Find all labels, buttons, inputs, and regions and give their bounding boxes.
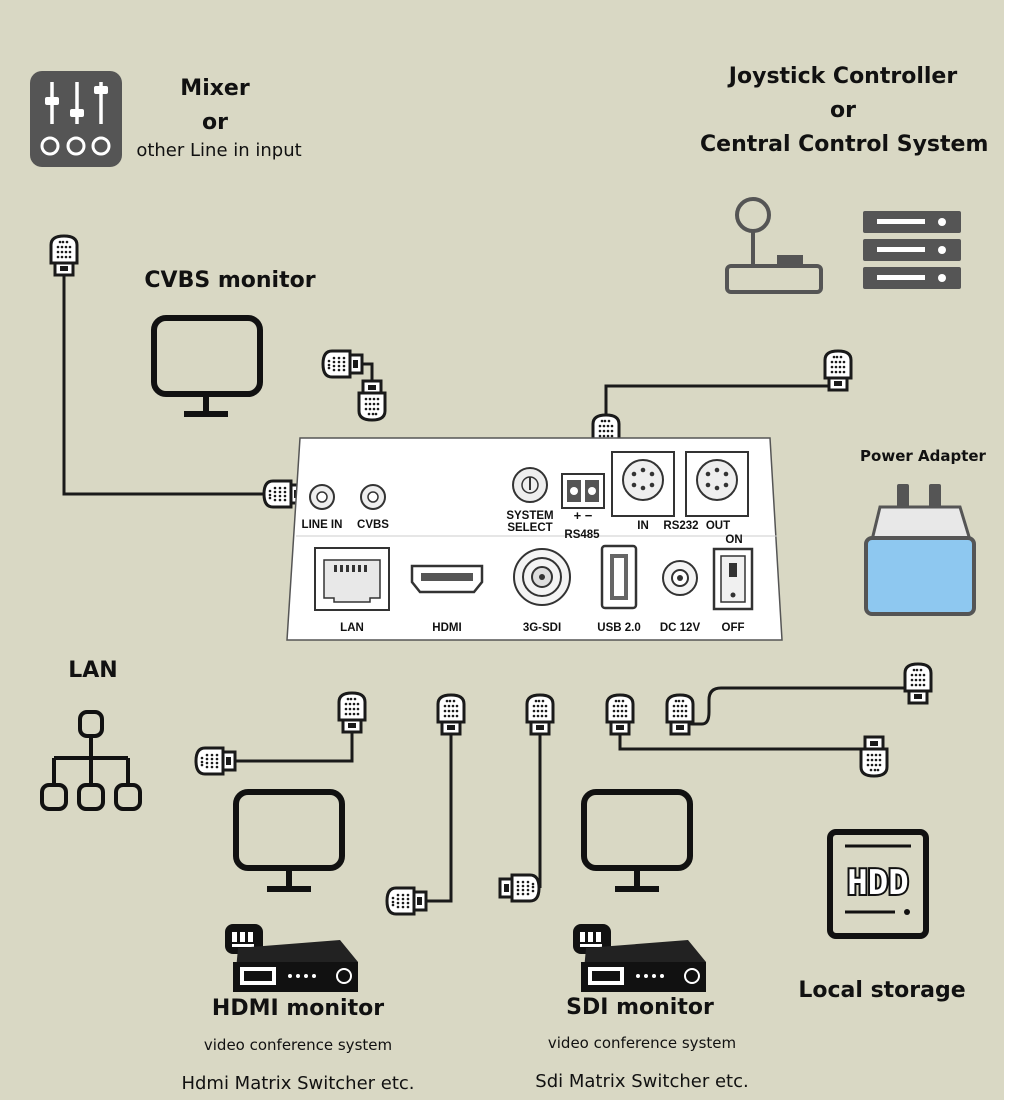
sdi-monitor-plug-icon: [498, 873, 541, 903]
lan-port-label: LAN: [340, 622, 364, 634]
usb-port-label: USB 2.0: [597, 622, 641, 634]
cable-power: [678, 664, 920, 726]
rs232-label: RS232: [663, 520, 699, 532]
sdi-monitor-title: SDI monitor: [566, 995, 714, 1020]
sdi-port-label: 3G-SDI: [522, 622, 562, 634]
joystick-title: Joystick Controller or Central Control S…: [700, 64, 989, 157]
cvbs-port-plug-icon: [357, 379, 387, 422]
cvbs-monitor-icon: [151, 315, 263, 417]
joystick-icon: [725, 197, 823, 294]
hdd-icon: HDD: [827, 829, 929, 939]
mixer-icon: [30, 71, 122, 167]
rs485-polarity-label: + −: [573, 508, 593, 523]
cable-rs232-controller: [604, 350, 840, 414]
lan-topology-icon: [40, 710, 142, 811]
controller-plug-icon: [823, 349, 853, 392]
mixer-cable-plug-icon: [49, 234, 79, 277]
usb-port-plug-icon: [605, 693, 635, 736]
on-label: ON: [725, 534, 743, 546]
hdmi-recorder-icon: [225, 924, 358, 992]
sdi-monitor-sub1: video conference system: [547, 1034, 737, 1052]
hdd-plug-icon: [859, 735, 889, 778]
line-in-port-label: LINE IN: [301, 519, 343, 531]
cable-mixer-line-in: [62, 235, 263, 496]
lan-network-plug-icon: [194, 746, 237, 776]
cvbs-monitor-label: CVBS monitor: [144, 268, 316, 293]
hdmi-port-plug-icon: [436, 693, 466, 736]
rs232-out-label: OUT: [705, 520, 731, 532]
cvbs-monitor-plug-icon: [321, 349, 364, 379]
lan-port-plug-icon: [337, 691, 367, 734]
rs485-port-label: RS485: [564, 529, 600, 541]
hdmi-port-label: HDMI: [432, 622, 462, 634]
power-adapter-icon: [864, 484, 976, 616]
hdmi-monitor-sub1: video conference system: [203, 1036, 393, 1054]
camera-back-panel: [286, 437, 783, 641]
hdmi-monitor-sub2: Hdmi Matrix Switcher etc.: [181, 1073, 415, 1094]
mixer-subtitle: other Line in input: [136, 140, 302, 161]
dc-port-label: DC 12V: [659, 622, 701, 634]
sdi-port-plug-icon: [525, 693, 555, 736]
off-label: OFF: [721, 622, 745, 634]
hdmi-monitor-icon: [233, 789, 345, 892]
mixer-title: Mixer or: [180, 76, 250, 135]
cable-usb: [618, 695, 876, 775]
lan-label: LAN: [68, 658, 118, 683]
sdi-monitor-sub2: Sdi Matrix Switcher etc.: [535, 1071, 749, 1092]
dc-port-plug-icon: [665, 693, 695, 736]
cvbs-port-label: CVBS: [357, 519, 389, 531]
rs232-in-label: IN: [637, 520, 649, 532]
sdi-monitor-icon: [581, 789, 693, 892]
hdmi-monitor-title: HDMI monitor: [211, 996, 385, 1021]
local-storage-label: Local storage: [798, 978, 966, 1003]
system-select-label: SYSTEM SELECT: [506, 510, 554, 534]
server-rack-icon: [863, 211, 961, 289]
adapter-plug-icon: [903, 662, 933, 705]
hdmi-monitor-plug-icon: [385, 886, 428, 916]
sdi-recorder-icon: [573, 924, 706, 992]
hdd-text: HDD: [847, 863, 908, 903]
power-adapter-label: Power Adapter: [860, 447, 986, 465]
